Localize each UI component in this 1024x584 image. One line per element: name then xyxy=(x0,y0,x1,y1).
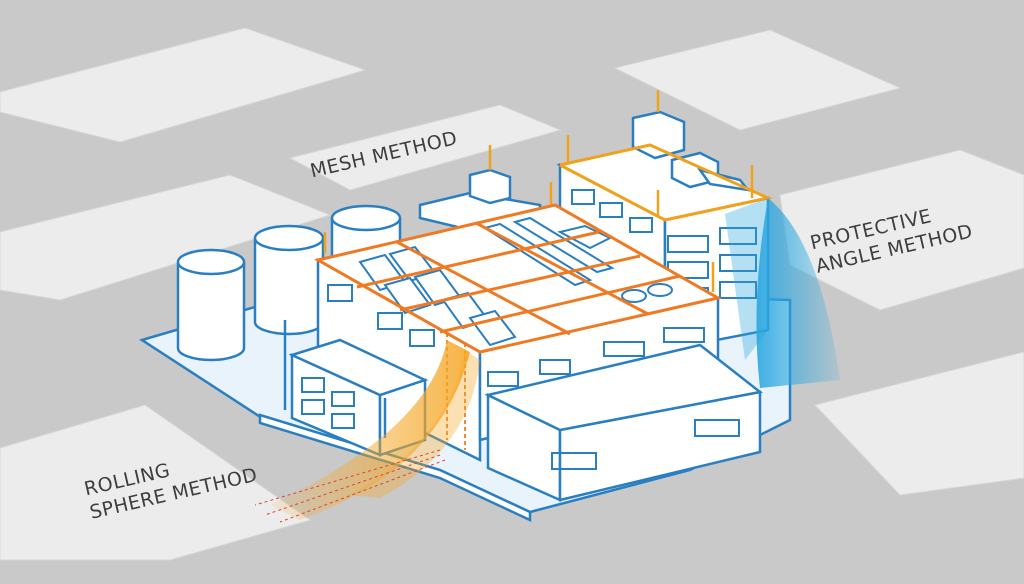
tank xyxy=(176,262,246,362)
protective-angle-zone xyxy=(756,198,840,388)
window xyxy=(663,327,705,343)
main-windows xyxy=(327,284,705,387)
window xyxy=(629,217,653,233)
roof-tank xyxy=(621,289,647,303)
window xyxy=(719,254,757,272)
window xyxy=(327,284,353,302)
window xyxy=(719,227,757,245)
ground-slab xyxy=(288,104,562,191)
ground-slab xyxy=(0,404,312,561)
window xyxy=(539,359,571,375)
window xyxy=(301,399,325,415)
window xyxy=(694,419,740,437)
roof-tank xyxy=(647,283,673,297)
ground-slabs xyxy=(0,27,1024,561)
rolling-sphere-arc xyxy=(350,350,480,498)
window xyxy=(599,202,623,218)
sphere-ray xyxy=(254,449,441,506)
window xyxy=(487,371,519,387)
window xyxy=(331,391,355,407)
tank-top xyxy=(176,248,246,276)
skylight xyxy=(512,216,615,274)
mesh-line xyxy=(475,221,649,316)
ground-slab xyxy=(814,351,1024,496)
window xyxy=(603,341,645,357)
window xyxy=(301,377,325,393)
mesh-line xyxy=(396,240,571,336)
window xyxy=(719,281,757,299)
mesh-line xyxy=(399,254,641,312)
annex-windows xyxy=(551,419,740,470)
window xyxy=(571,189,595,205)
annex-platform xyxy=(258,413,532,522)
roof-penthouse xyxy=(468,168,512,205)
protective-angle-zone-inner xyxy=(725,198,768,360)
tank-top xyxy=(330,204,402,232)
window xyxy=(331,413,355,429)
tank xyxy=(253,238,325,336)
rolling-sphere-arc xyxy=(270,340,470,520)
tower-penthouse xyxy=(631,110,686,160)
mesh-line xyxy=(439,274,681,334)
rolling-sphere-zone xyxy=(270,340,480,520)
small-windows xyxy=(301,377,355,429)
tower-air-terminals xyxy=(566,90,754,292)
window xyxy=(409,329,435,347)
mesh-line xyxy=(356,230,600,289)
window xyxy=(377,312,403,330)
solar-panel xyxy=(468,309,517,347)
rolling-sphere-rays xyxy=(254,449,446,523)
mesh-conductor-grid xyxy=(313,203,723,354)
window xyxy=(551,452,597,470)
tank-top xyxy=(253,224,325,252)
small-roof xyxy=(288,338,429,397)
ground-slab xyxy=(613,29,902,131)
window xyxy=(667,235,709,253)
sphere-ray xyxy=(264,454,441,516)
sphere-ray xyxy=(279,459,446,523)
ground-slab xyxy=(0,27,367,143)
annex-roof xyxy=(484,343,763,432)
